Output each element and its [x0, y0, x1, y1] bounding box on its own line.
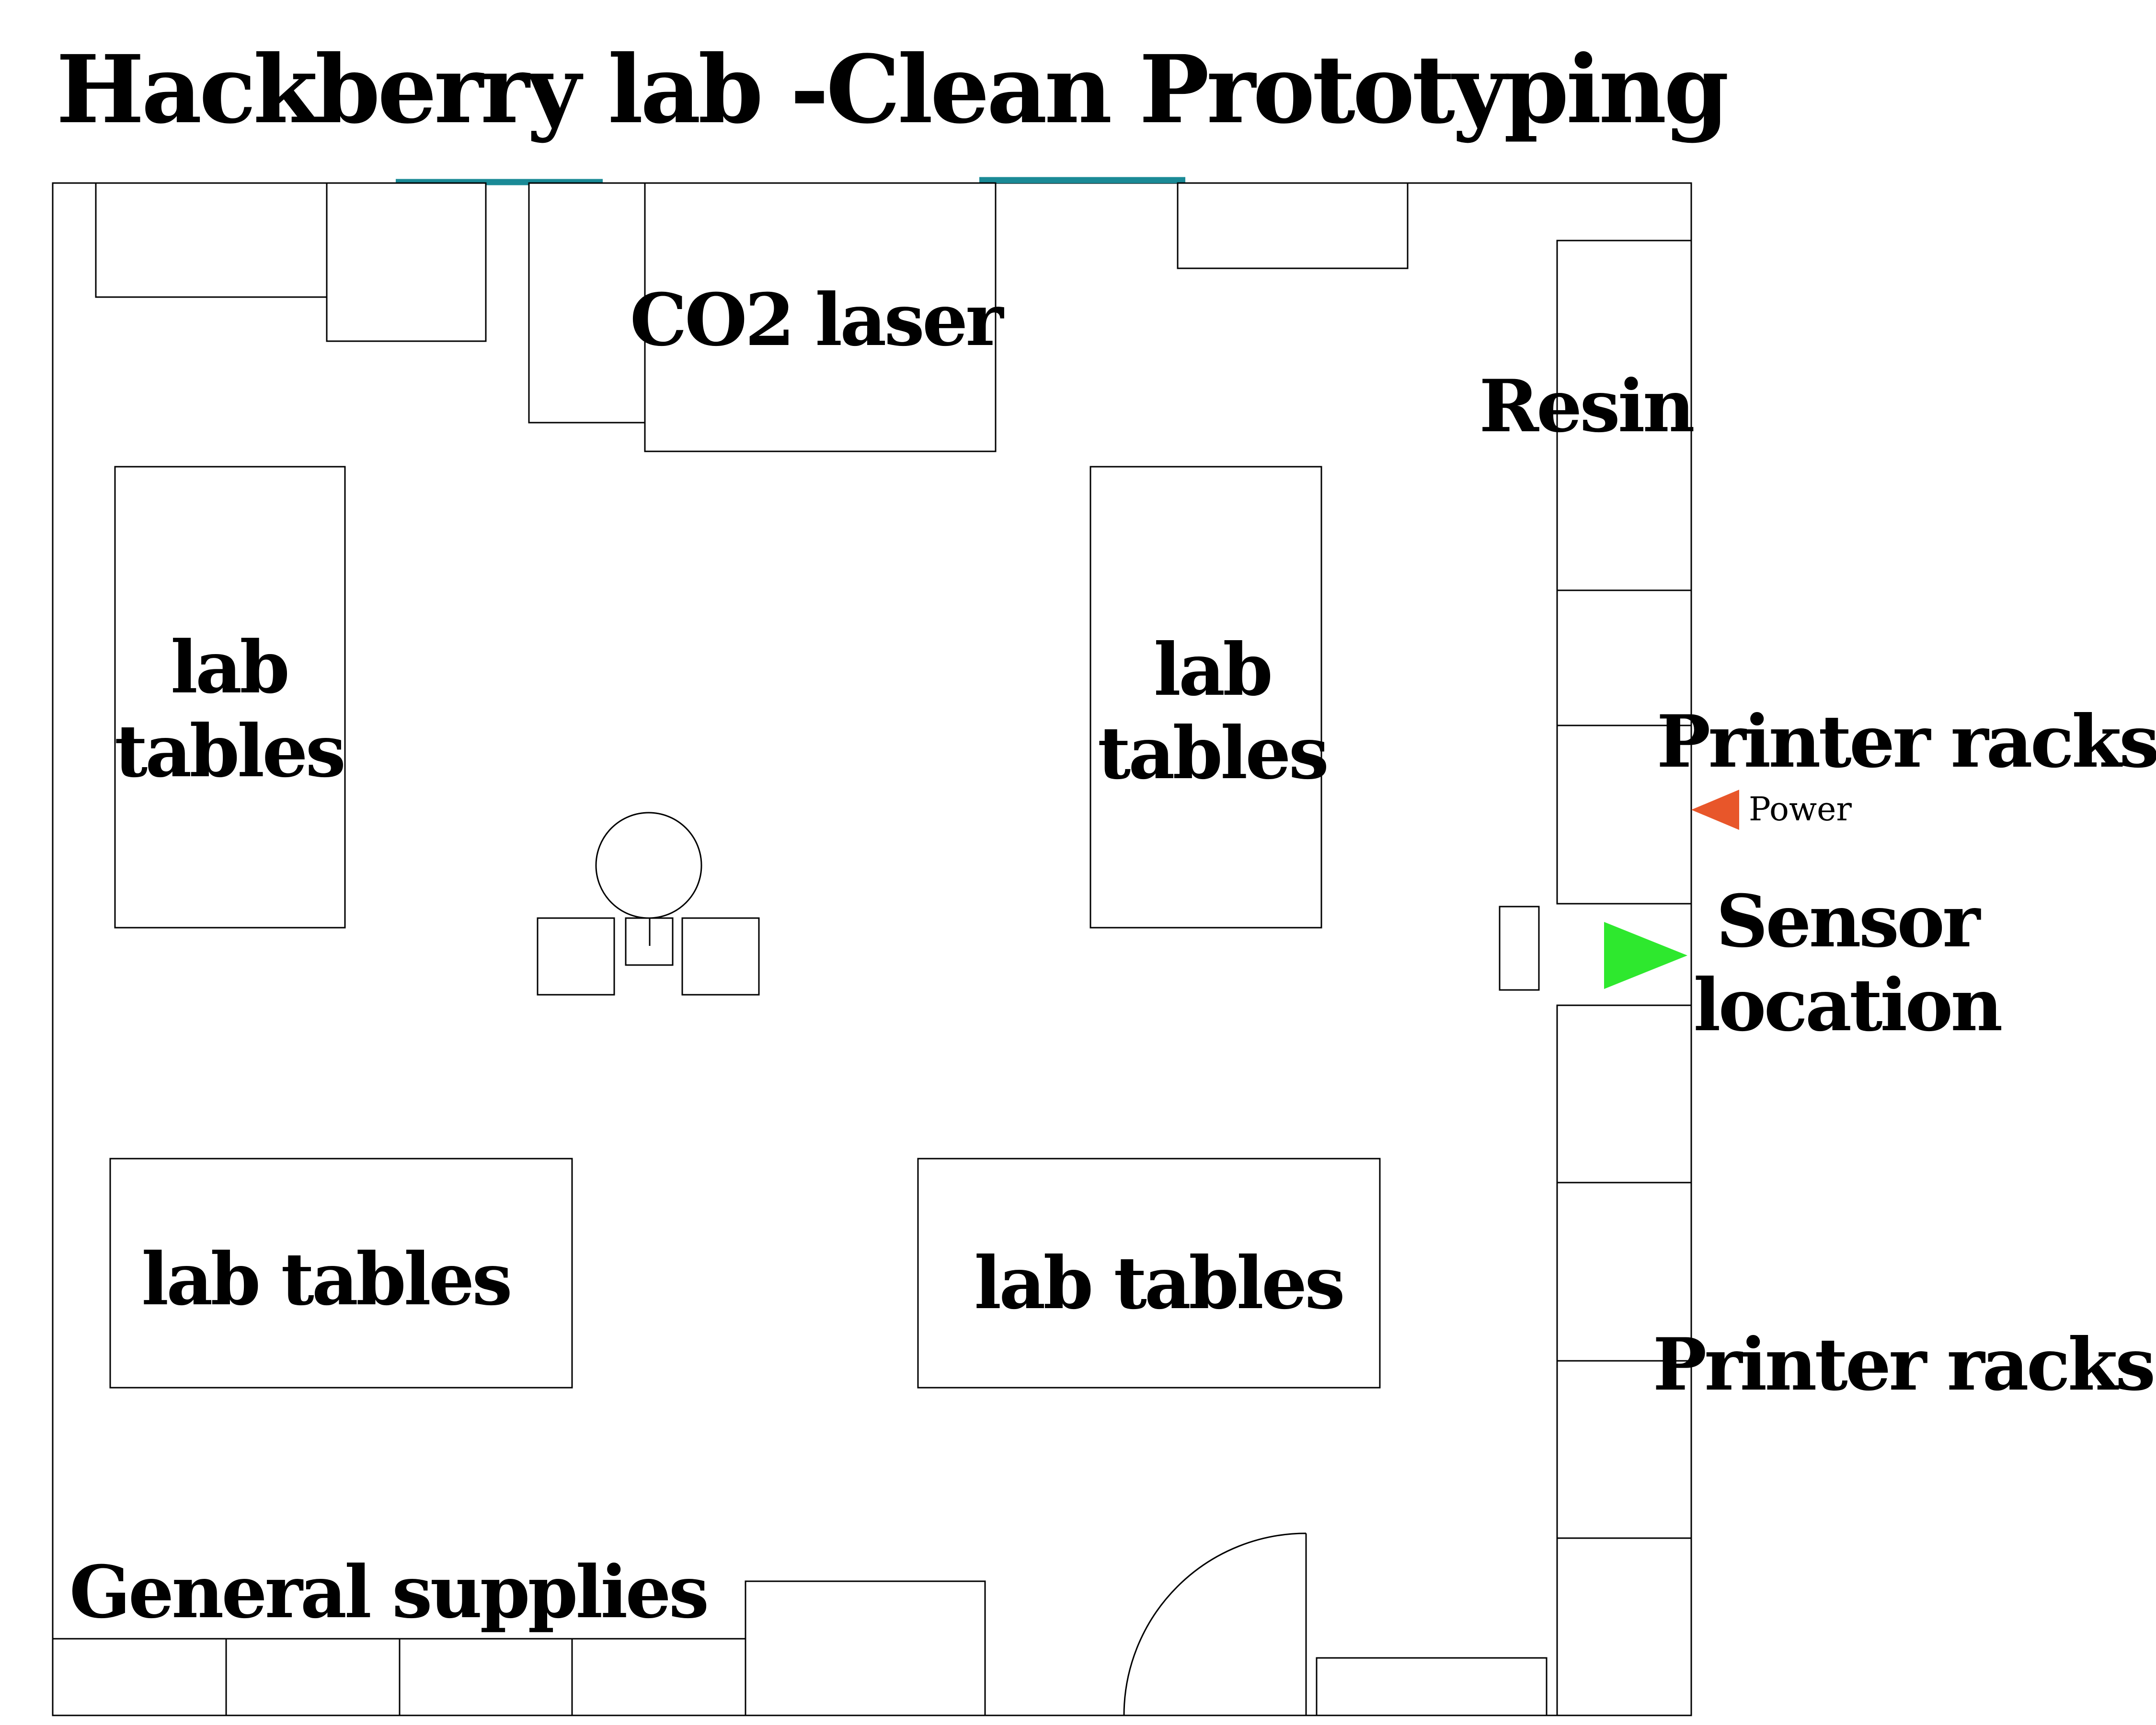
- printer-racks-top-label: Printer racks: [1657, 700, 2156, 784]
- bottom-right-cabinet: [1316, 1657, 1548, 1716]
- printer-rack-bottom-1: [1556, 1004, 1692, 1184]
- sensor-location-label-line1: Sensor: [1716, 879, 1981, 964]
- lab-table-top-right: [1089, 466, 1322, 929]
- supply-cabinet-2: [225, 1638, 401, 1716]
- page-title: Hackberry lab -Clean Prototyping: [56, 34, 1727, 144]
- lab-table-top-left-label-line2: tables: [115, 709, 344, 794]
- lab-table-bottom-right-label: lab tables: [974, 1241, 1343, 1325]
- supply-cabinet-4: [571, 1638, 746, 1716]
- lab-table-bottom-left-label: lab tables: [141, 1237, 510, 1322]
- resin-rack: [1556, 240, 1692, 591]
- top-cabinet-4: [1177, 182, 1409, 269]
- printer-rack-bottom-4: [1556, 1537, 1692, 1716]
- printer-rack-bottom-3: [1556, 1360, 1692, 1539]
- lab-table-top-right-label-line1: lab: [1154, 628, 1271, 712]
- co2-laser-label: CO2 laser: [630, 278, 1005, 362]
- sensor-unit: [1499, 906, 1540, 991]
- round-table: [595, 812, 702, 919]
- lab-table-top-right-label-line2: tables: [1098, 711, 1327, 795]
- co2-laser-unit: [644, 182, 997, 452]
- printer-racks-bottom-label: Printer racks: [1653, 1322, 2154, 1407]
- stool-right: [681, 917, 760, 996]
- printer-rack-top-2: [1556, 724, 1692, 905]
- power-marker-icon: [1691, 790, 1739, 830]
- general-supplies-label: General supplies: [69, 1550, 707, 1634]
- printer-rack-bottom-2: [1556, 1182, 1692, 1362]
- top-cabinet-3: [528, 182, 646, 424]
- resin-label: Resin: [1479, 364, 1694, 448]
- sensor-marker-icon: [1604, 922, 1687, 989]
- supply-cabinet-1: [52, 1638, 227, 1716]
- lab-table-bottom-left: [109, 1158, 573, 1389]
- supply-cabinet-3: [399, 1638, 573, 1716]
- stool-left: [537, 917, 615, 996]
- power-label: Power: [1749, 791, 1852, 828]
- top-cabinet-2: [326, 182, 487, 342]
- lab-table-top-left: [114, 466, 346, 929]
- lab-table-top-left-label-line1: lab: [171, 625, 287, 710]
- door-swing: [1123, 1532, 1307, 1716]
- printer-rack-top-1: [1556, 589, 1692, 726]
- top-cabinet-1: [95, 182, 328, 298]
- sensor-location-label-line2: location: [1694, 963, 2002, 1047]
- bottom-counter: [745, 1580, 986, 1716]
- lab-table-bottom-right: [917, 1158, 1381, 1389]
